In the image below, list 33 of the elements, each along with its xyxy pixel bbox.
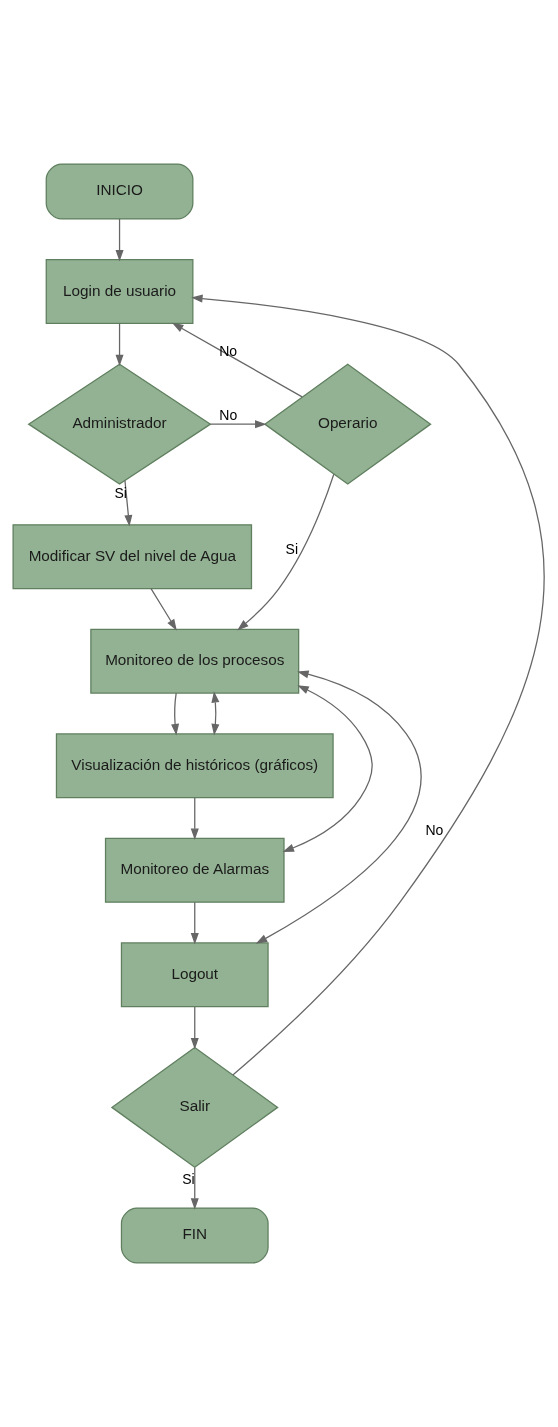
arrow [282, 685, 373, 852]
arrow [171, 692, 180, 736]
edge-label: Si [182, 1170, 195, 1187]
node-diamond: Operario [263, 363, 432, 485]
arrow [124, 479, 133, 527]
node-box: Monitoreo de Alarmas [104, 837, 285, 903]
arrow [191, 294, 545, 1076]
arrow [115, 323, 124, 367]
arrow [237, 473, 335, 631]
arrow [115, 218, 124, 262]
node-box: Logout [120, 942, 269, 1008]
node-box: INICIO [45, 163, 194, 220]
edge-label: Si [285, 541, 299, 558]
arrow [190, 1006, 199, 1050]
node-diamond: Salir [110, 1046, 279, 1169]
arrow [190, 901, 199, 945]
edge-label: Si [114, 485, 127, 502]
node-box: Monitoreo de los procesos [90, 628, 300, 694]
arrow [150, 587, 177, 631]
arrow [209, 420, 267, 429]
node-box: Modificar SV del nivel de Agua [12, 524, 253, 590]
edge-label: No [219, 343, 238, 360]
node-diamond: Administrador [27, 363, 212, 485]
arrow [190, 797, 199, 840]
node-box: FIN [120, 1207, 269, 1264]
node-box: Login de usuario [45, 259, 194, 325]
arrow [255, 670, 422, 944]
edge-label: No [425, 822, 444, 839]
arrow [171, 322, 303, 398]
edge-label: No [219, 407, 238, 424]
arrow [190, 1166, 199, 1210]
arrow [211, 691, 220, 736]
node-box: Visualización de históricos (gráficos) [55, 733, 334, 799]
